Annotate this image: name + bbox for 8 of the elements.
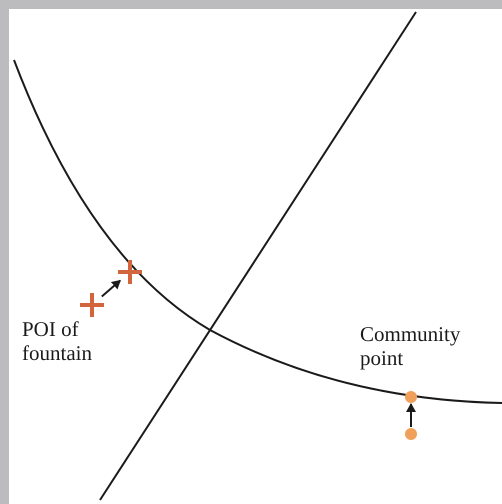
point-label: POI of fountain xyxy=(22,317,93,365)
point-marker xyxy=(405,391,417,403)
cross-marker xyxy=(118,260,142,284)
arrow xyxy=(101,280,121,298)
point-label: Community point xyxy=(360,322,462,370)
point-marker xyxy=(405,428,417,440)
cross-marker xyxy=(80,293,104,317)
arrow xyxy=(406,403,416,427)
